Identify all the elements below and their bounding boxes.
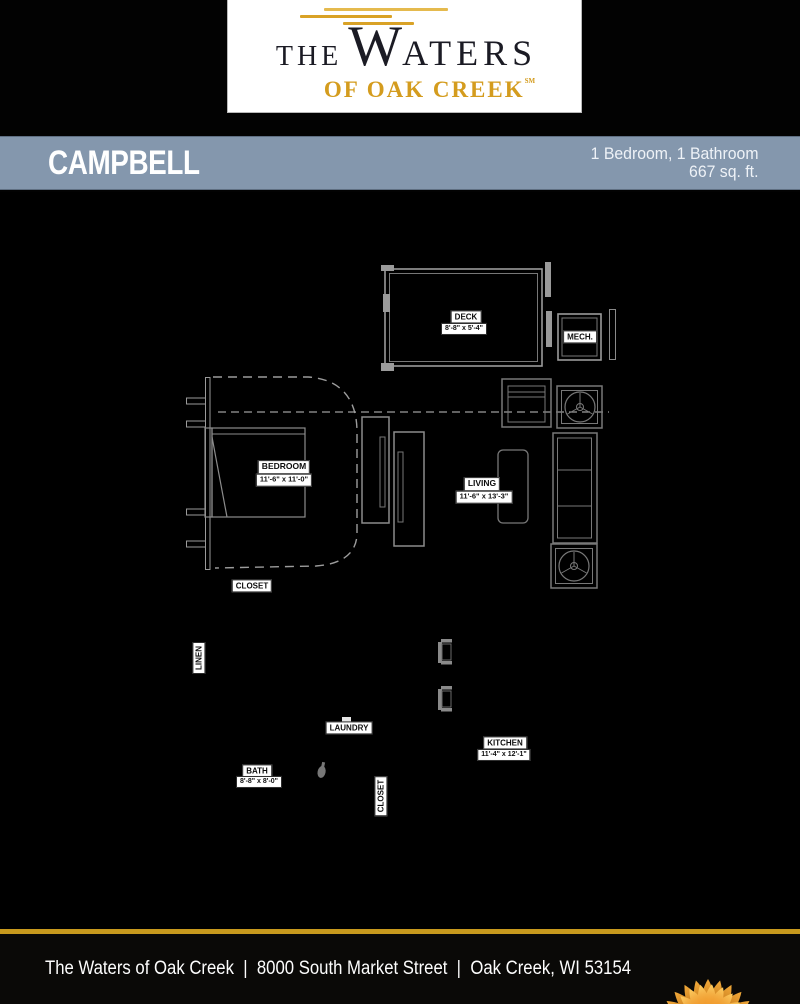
deck-label: DECK [450,310,482,324]
brand-subtitle: OF OAK CREEKSM [323,77,536,102]
mech-room-walls [557,309,616,361]
footer-address: The Waters of Oak Creek | 8000 South Mar… [45,958,632,979]
logo-accent-line [300,15,392,18]
logo-accent-line [324,8,448,11]
counter-chair-symbol [438,686,452,712]
brand-logo: THE W ATERS OF OAK CREEKSM [227,0,582,113]
flower-image [662,978,754,1004]
floor-plan-drawing [186,262,616,778]
sofa-symbol [552,432,598,544]
counter-chair-symbol [438,639,452,665]
bath-fixture-symbol [317,761,326,778]
brand-name-initial: W [348,15,403,78]
sliding-door-panels [361,416,425,547]
gold-divider [0,929,800,934]
kitchen-dimensions: 11'-4" x 12'-1" [477,748,531,762]
living-label: LIVING [463,477,501,491]
deck-walls [381,262,552,371]
hall-closet-label: CLOSET [374,775,388,817]
plan-specs-beds-baths: 1 Bedroom, 1 Bathroom [590,143,758,163]
linen-label: LINEN [192,642,206,674]
plan-name: CAMPBELL [48,143,200,182]
bedroom-closet-label: CLOSET [231,579,273,593]
plan-title-banner: CAMPBELL 1 Bedroom, 1 Bathroom 667 sq. f… [0,136,800,190]
kitchen-label: KITCHEN [483,736,527,750]
mech-label: MECH. [563,330,597,344]
logo-accent-line [343,22,414,25]
plan-specs: 1 Bedroom, 1 Bathroom 667 sq. ft. [590,143,758,182]
deck-dimensions: 8'-8" x 5'-4" [441,322,487,336]
tv-stand-symbol [501,378,552,428]
laundry-label: LAUNDRY [325,721,373,735]
footer: The Waters of Oak Creek | 8000 South Mar… [0,934,800,1004]
brand-name: THE W ATERS [234,14,579,79]
end-table-lamp-bottom [550,543,598,589]
bedroom-dashed-boundary [213,376,358,569]
brand-name-rest: ATERS [402,33,538,73]
bedroom-dimensions: 11'-6" x 11'-0" [255,473,313,487]
living-dimensions: 11'-6" x 13'-3" [455,490,513,504]
bath-dimensions: 8'-8" x 8'-0" [236,775,282,789]
plan-specs-sqft: 667 sq. ft. [688,162,758,181]
servicemark: SM [524,77,536,85]
bedroom-west-wall [186,377,211,570]
bedroom-label: BEDROOM [257,460,311,474]
floor-plan: DECK 8'-8" x 5'-4" MECH. BEDROOM 11'-6" … [0,192,800,930]
brand-name-prefix: THE [275,41,343,72]
accent-chair-symbol [497,449,529,524]
end-table-lamp-top [556,385,603,429]
label-fragment [342,717,351,722]
